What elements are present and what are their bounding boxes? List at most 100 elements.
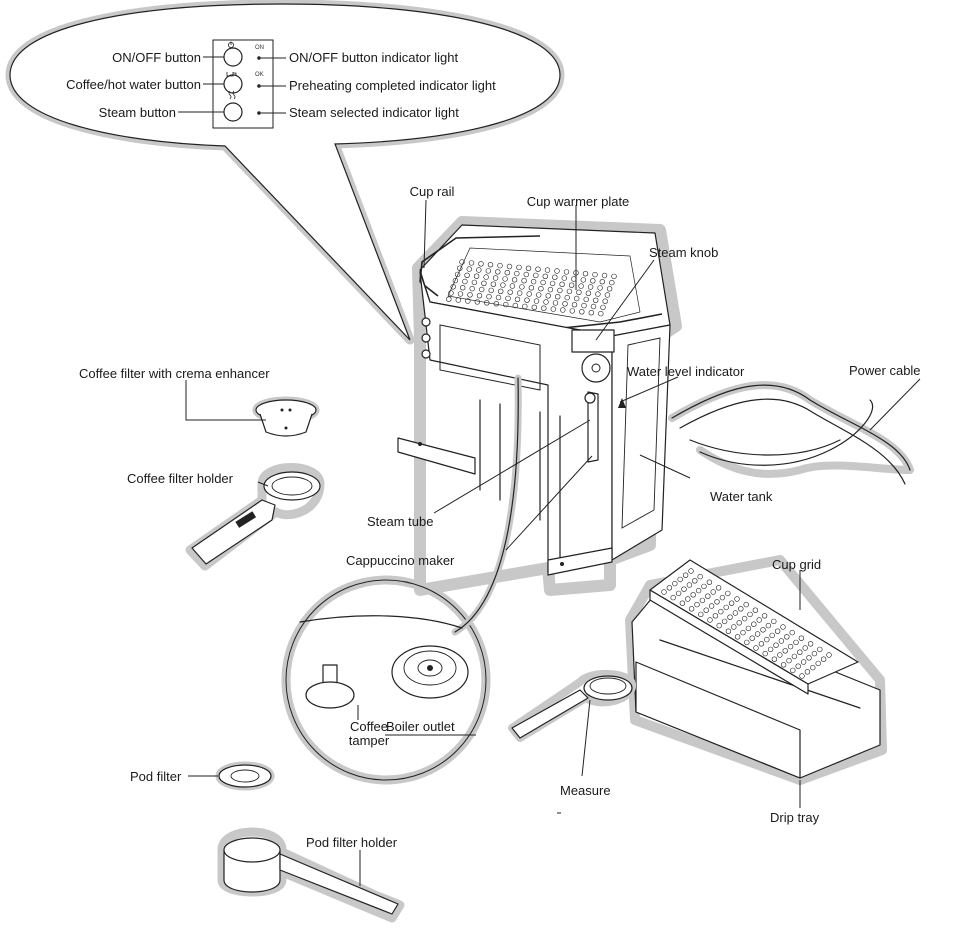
perforation-dot — [778, 638, 785, 644]
steam-icon — [228, 90, 236, 100]
steam-knob-label: Steam knob — [649, 245, 718, 260]
perforation-dot — [582, 271, 589, 277]
perforation-dot — [550, 306, 556, 312]
perforation-dot — [758, 641, 765, 647]
perforation-dot — [738, 606, 744, 612]
perforation-dot — [503, 301, 509, 308]
perforation-dot — [786, 657, 792, 664]
cup-grid-label: Cup grid — [772, 557, 821, 572]
perforation-dot — [761, 613, 768, 619]
perforation-dot — [771, 618, 777, 625]
coffee-button-label: Coffee/hot water button — [66, 77, 201, 92]
perforation-dot — [688, 568, 694, 574]
perforation-dot — [497, 262, 503, 269]
perforation-dot — [533, 298, 540, 304]
perforation-dot — [609, 279, 615, 286]
perforation-dot — [459, 259, 465, 265]
perforation-dot — [554, 268, 560, 274]
perforation-dot — [734, 596, 740, 602]
perforation-dot — [561, 275, 567, 281]
perforation-dot — [802, 645, 808, 651]
perforation-dot — [752, 607, 759, 613]
perforation-dot — [695, 587, 702, 594]
boiler-outlet-graphic — [391, 645, 469, 699]
perforation-dot — [718, 608, 724, 615]
measure-graphic — [508, 669, 636, 742]
pod-filter-holder-graphic — [217, 827, 405, 923]
pod-filter-holder-label: Pod filter holder — [306, 835, 398, 850]
perforation-dot — [466, 266, 472, 272]
ok-label: OK — [255, 72, 264, 78]
perforation-dot — [708, 603, 715, 609]
perforation-dot — [493, 301, 499, 307]
preheat-light-label: Preheating completed indicator light — [289, 78, 496, 93]
perforation-dot — [464, 272, 470, 278]
perforation-dot — [528, 285, 535, 291]
perforation-dot — [569, 308, 575, 314]
perforation-dot — [793, 639, 799, 646]
perforation-dot — [790, 667, 796, 674]
perforation-dot — [682, 572, 689, 578]
perforation-dot — [579, 309, 585, 315]
drip-tray-label: Drip tray — [770, 810, 820, 825]
perforation-dot — [486, 293, 492, 300]
perforation-dot — [578, 283, 584, 289]
perforation-dot — [547, 286, 554, 293]
perforation-dot — [600, 304, 606, 311]
perforation-dot — [606, 286, 613, 292]
perforation-dot — [666, 585, 673, 591]
perforation-dot — [484, 300, 490, 306]
perforation-dot — [728, 600, 735, 606]
coffee-filter-holder-label: Coffee filter holder — [127, 471, 234, 486]
perforation-dot — [468, 260, 475, 266]
perforation-dot — [734, 634, 741, 640]
perforation-dot — [791, 653, 798, 660]
perforation-dot — [530, 278, 537, 285]
perforation-dot — [512, 302, 518, 309]
perforation-dot — [741, 615, 748, 622]
part-labels: Cup rail Cup warmer plate Steam knob Wat… — [79, 184, 921, 850]
perforation-dot — [446, 296, 452, 302]
cup-rail-label: Cup rail — [410, 184, 455, 199]
perforation-dot — [699, 597, 706, 604]
perforation-dot — [789, 629, 795, 636]
perforation-dot — [474, 299, 480, 305]
perforation-dot — [732, 610, 739, 616]
perforation-dot — [715, 585, 722, 591]
perforation-dot — [541, 305, 547, 311]
perforation-dot — [511, 277, 518, 283]
perforation-dot — [815, 660, 821, 667]
perforation-dot — [566, 288, 573, 295]
perforation-dot — [795, 663, 801, 669]
steam-knob-graphic — [571, 329, 615, 383]
perforation-dot — [481, 280, 487, 286]
perforation-dot — [531, 304, 537, 310]
perforation-dot — [712, 613, 719, 619]
perforation-dot — [507, 289, 513, 295]
perforation-dot — [592, 297, 599, 303]
perforation-dot — [754, 631, 761, 637]
perforation-dot — [769, 632, 775, 639]
perforation-dot — [727, 614, 733, 620]
perforation-dot — [542, 273, 548, 279]
perforation-dot — [599, 279, 605, 285]
onoff-light-graphic — [257, 56, 261, 60]
perforation-dot — [753, 645, 759, 651]
perforation-dot — [498, 288, 504, 294]
perforation-dot — [524, 297, 530, 303]
perforation-dot — [751, 621, 757, 627]
perforation-dot — [688, 606, 695, 612]
perforation-dot — [457, 265, 463, 271]
perforation-dot — [703, 607, 709, 613]
perforation-dot — [500, 282, 506, 288]
cup-grid-dots — [661, 568, 832, 679]
perforation-dot — [736, 620, 742, 626]
perforation-dot — [798, 635, 805, 641]
perforation-dot — [545, 293, 551, 299]
power-cable-label: Power cable — [849, 363, 921, 378]
perforation-dot — [817, 646, 823, 653]
perforation-dot — [450, 284, 456, 290]
perforation-dot — [588, 310, 594, 316]
perforation-dot — [697, 573, 703, 580]
perforation-dot — [806, 655, 812, 661]
